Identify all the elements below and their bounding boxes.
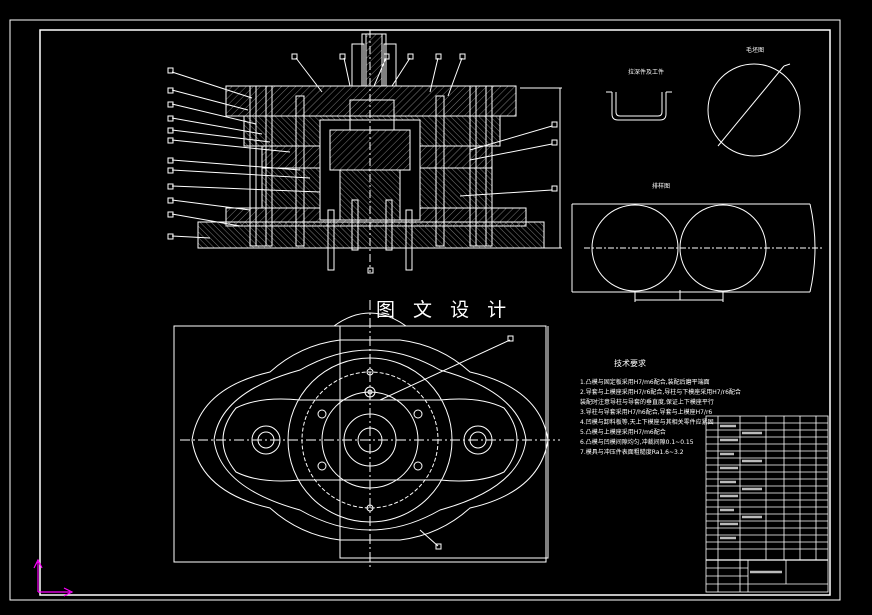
strip-layout-view [571,203,822,302]
die-section-view [167,30,562,274]
tech-req-line-7: 6.凸模与凹模间隙均匀,冲裁间隙0.1~0.15 [580,438,694,446]
title-block [705,415,829,593]
technical-requirements: 技术要求 1.凸模与固定板采用H7/m6配合,装配后磨平端面 2.导套与上模座采… [580,358,741,456]
blank-view [707,63,801,157]
tech-req-line-3: 装配时注意导柱与导套的垂直度,保证上下模座平行 [580,398,714,406]
drawing-border [9,19,841,601]
tech-requirements-title: 技术要求 [614,358,646,368]
tech-req-line-2: 2.导套与上模座采用H7/r6配合,导柱与下模座采用H7/r6配合 [580,388,741,396]
tech-req-line-8: 7.模具与冲压件表面粗糙度Ra1.6~3.2 [580,448,684,456]
strip-layout-label: 排样图 [652,182,670,190]
watermark-text: 图 文 设 计 [376,299,512,321]
tech-req-line-6: 5.凸模与上模座采用H7/m6配合 [580,428,666,436]
tech-req-line-5: 4.凹模与卸料板等,天上下模座与其相关零件应紧固 [580,418,714,426]
part-drawing-label: 拉深件及工件 [628,68,664,76]
ucs-icon[interactable] [33,558,74,597]
drawn-part-view [606,91,672,121]
tech-req-line-4: 3.导柱与导套采用H7/h6配合,导套与上模座H7/r6 [580,408,712,416]
tech-req-line-1: 1.凸模与固定板采用H7/m6配合,装配后磨平端面 [580,378,710,386]
blank-label: 毛坯图 [746,46,764,54]
die-plan-view [173,300,560,568]
